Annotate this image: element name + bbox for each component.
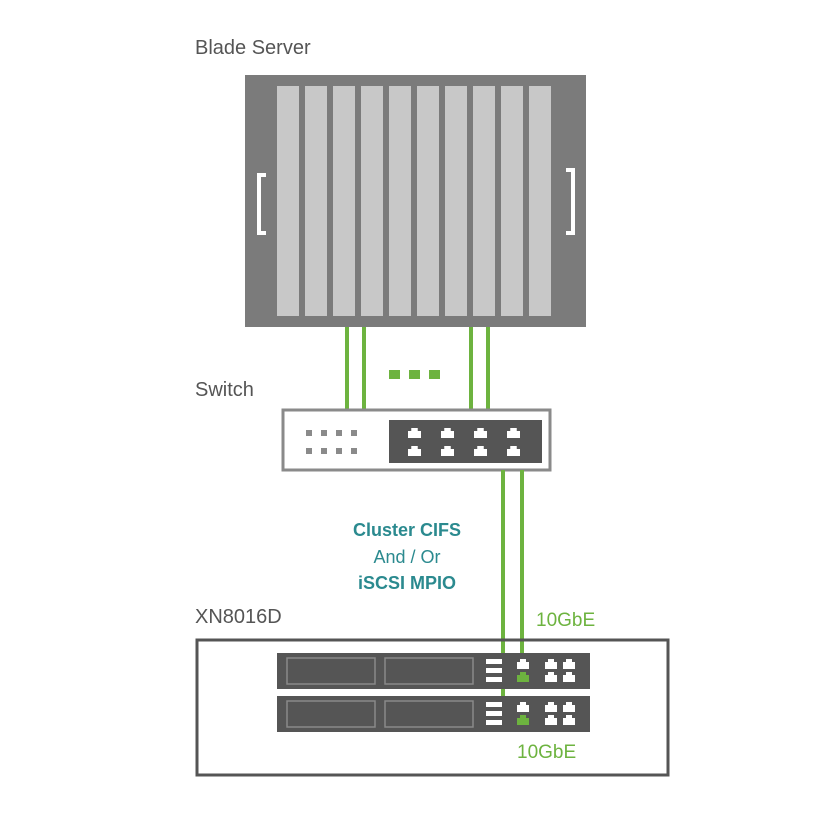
nas-port-icon [517,659,529,669]
status-bar [486,659,502,664]
switch-leds [306,430,357,454]
status-bar [486,677,502,682]
switch-led [336,430,342,436]
ellipsis-dot [389,370,400,379]
nas-chassis [277,696,590,732]
switch-led [321,448,327,454]
nas-port-icon [545,715,557,725]
nas-port-icon [517,702,529,712]
status-bar [486,702,502,707]
drive-bay [286,700,376,728]
blade-slot [473,86,495,316]
upper-link-speed: 10GbE [536,610,596,631]
switch-port-panel [389,420,542,463]
storage-enclosure [195,638,670,777]
nas-port-icon [563,702,575,712]
switch-ports [408,428,520,456]
protocol-line-3: iSCSI MPIO [357,573,456,593]
status-bar [486,720,502,725]
blade-slot [417,86,439,316]
ellipsis-dots [389,370,440,379]
nas-unit [277,696,590,732]
switch-led [321,430,327,436]
nas-port-icon [545,672,557,682]
drive-bay [384,657,474,685]
switch-port-icon [474,428,487,438]
blade-slots [277,86,551,316]
switch-led [306,430,312,436]
switch-led [351,448,357,454]
switch-port-icon [507,446,520,456]
switch [281,408,552,472]
nas-port-icon [545,659,557,669]
switch-led [306,448,312,454]
lower-link-speed: 10GbE [517,742,577,763]
nas-port-icon [563,659,575,669]
nas-unit [277,653,590,689]
drive-bay [286,657,376,685]
blade-server [245,75,586,327]
status-bar [486,668,502,673]
switch-port-icon [507,428,520,438]
drive-bay [384,700,474,728]
nas-port-icon [545,702,557,712]
storage-label: XN8016D [195,606,282,628]
status-bar [486,711,502,716]
switch-label: Switch [195,379,254,401]
right-handle-icon [566,168,575,235]
switch-port-icon [408,428,421,438]
ellipsis-dot [409,370,420,379]
blade-slot [333,86,355,316]
left-handle-icon [257,173,266,235]
nas-units [277,653,590,732]
switch-port-icon [441,428,454,438]
nas-port-icon [517,672,529,682]
switch-port-icon [474,446,487,456]
blade-slot [277,86,299,316]
nas-chassis [277,653,590,689]
nas-port-icon [563,715,575,725]
protocol-line-2: And / Or [373,547,441,567]
blade-slot [389,86,411,316]
switch-led [336,448,342,454]
link-line [520,470,532,679]
protocol-line-1: Cluster CIFS [352,520,462,540]
ellipsis-dot [429,370,440,379]
switch-port-icon [408,446,421,456]
blade-slot [501,86,523,316]
blade-slot [305,86,327,316]
switch-led [351,430,357,436]
server-switch-links [345,327,490,409]
blade-slot [361,86,383,316]
blade-slot [529,86,551,316]
switch-port-icon [441,446,454,456]
blade-slot [445,86,467,316]
nas-port-icon [517,715,529,725]
blade-server-label: Blade Server [195,37,311,59]
nas-port-icon [563,672,575,682]
